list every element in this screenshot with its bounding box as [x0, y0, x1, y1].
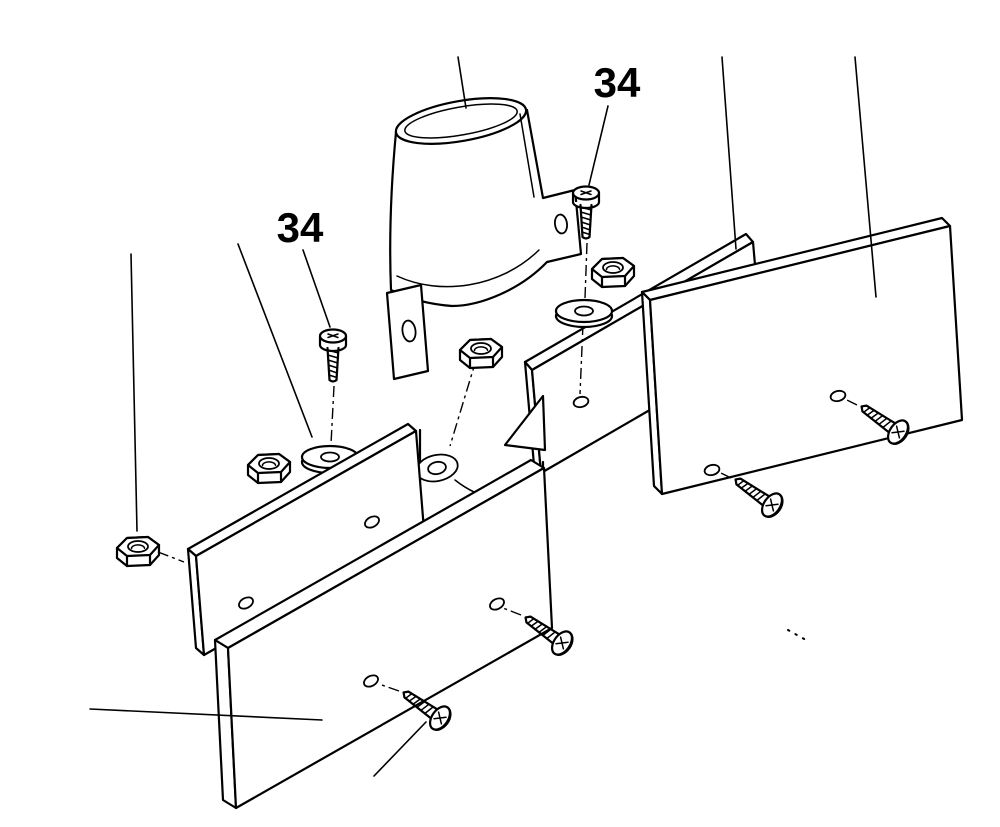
- hex-nut: [590, 256, 636, 289]
- fastener-axis: [330, 385, 335, 445]
- fastener-axis: [157, 551, 185, 563]
- tab-hole: [401, 319, 417, 343]
- leader-to-washer: [237, 243, 313, 438]
- leader-to-middle-plate: [721, 56, 737, 250]
- leader-to-front-screw: [373, 721, 427, 777]
- leader-lines: [89, 56, 877, 777]
- plate-hole: [572, 395, 590, 409]
- callout-label-left: 34: [277, 204, 324, 251]
- leader-to-front-plate: [89, 708, 323, 721]
- leader-to-far-left-nut: [130, 253, 138, 532]
- screw-axis: [378, 683, 400, 692]
- callout-label-upper: 34: [594, 59, 641, 106]
- plate-hole: [363, 674, 379, 688]
- plate-hole: [829, 389, 847, 403]
- plate-hole: [489, 597, 505, 611]
- plate-hole: [238, 596, 254, 610]
- mounting-plate-right: [640, 216, 964, 496]
- clamp-band: [385, 97, 583, 381]
- clamp-mouth: [394, 97, 528, 145]
- fastener-axis: [449, 359, 477, 447]
- leader-to-clamp: [457, 56, 467, 109]
- plate-hole: [364, 515, 380, 529]
- leader-to-right-plate: [854, 56, 877, 298]
- flat-washer: [554, 298, 614, 329]
- mounting-plate-front: [213, 458, 554, 810]
- tab-hole: [554, 213, 568, 235]
- leader-callout-left: [302, 249, 331, 328]
- fastener-axis: [584, 242, 588, 299]
- hex-nut: [458, 337, 504, 370]
- hex-nut: [246, 452, 292, 485]
- mounting-plate-left: [186, 422, 426, 657]
- screw-axis: [844, 398, 858, 406]
- screw-axis: [718, 471, 732, 479]
- leader-callout-upper: [588, 105, 609, 186]
- hex-nut: [115, 535, 161, 568]
- dotted-axis: [787, 629, 807, 641]
- screw-axis: [502, 607, 522, 616]
- plate-hole: [703, 463, 721, 477]
- pan-head-screw-left: [318, 328, 348, 383]
